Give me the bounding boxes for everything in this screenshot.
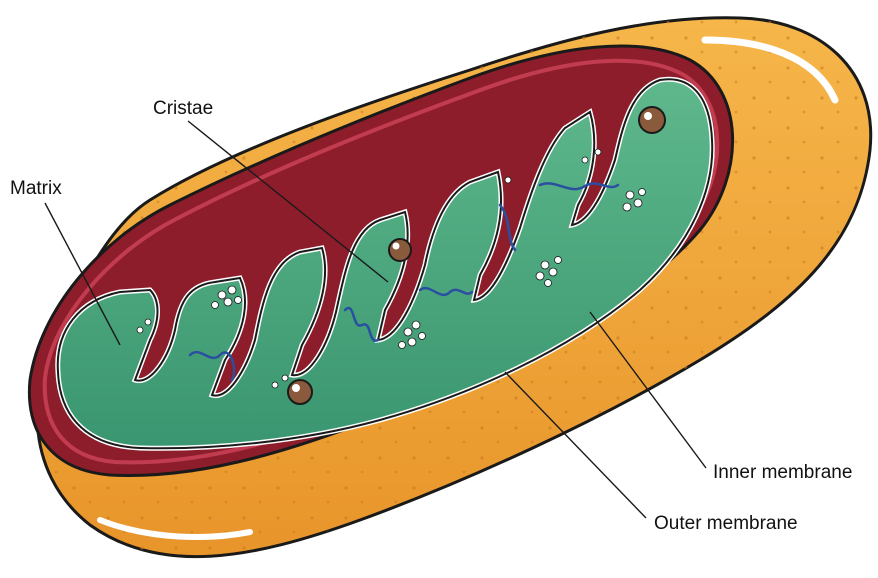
cristae-label: Cristae bbox=[153, 98, 213, 120]
inner-membrane-label: Inner membrane bbox=[713, 462, 852, 484]
matrix-label: Matrix bbox=[10, 178, 62, 200]
outer-membrane-label: Outer membrane bbox=[654, 513, 798, 535]
